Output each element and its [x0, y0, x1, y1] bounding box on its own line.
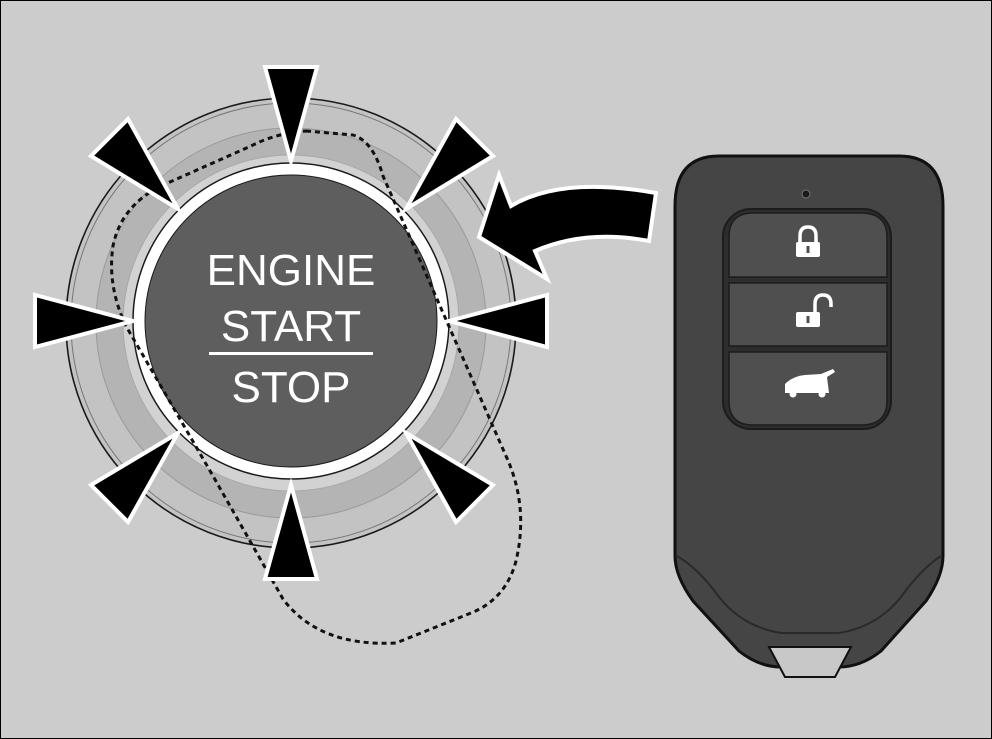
arrow-top [262, 65, 320, 169]
arrow-top-left [87, 115, 184, 215]
unlock-icon [796, 293, 833, 327]
arrow-bottom-right [400, 427, 497, 526]
fob-placement-outline [110, 129, 523, 645]
stop-label: STOP [231, 363, 351, 412]
start-stop-divider [209, 352, 373, 355]
lock-icon [796, 225, 820, 257]
arrow-top-right [400, 115, 497, 215]
curved-arrow [476, 169, 659, 285]
fob-seam [676, 555, 942, 634]
arrow-bottom [262, 477, 320, 581]
tailgate-icon [785, 369, 835, 398]
arrow-left [33, 292, 141, 350]
start-label: START [220, 302, 362, 351]
pointer-arrows [33, 65, 549, 581]
arrow-right [441, 292, 549, 350]
indicator-led [801, 189, 811, 199]
key-fob [673, 154, 945, 678]
engine-start-stop-button-face [144, 174, 438, 468]
arrow-bottom-left [87, 427, 184, 526]
engine-label: ENGINE [206, 246, 376, 295]
key-ring-slot [767, 646, 853, 678]
